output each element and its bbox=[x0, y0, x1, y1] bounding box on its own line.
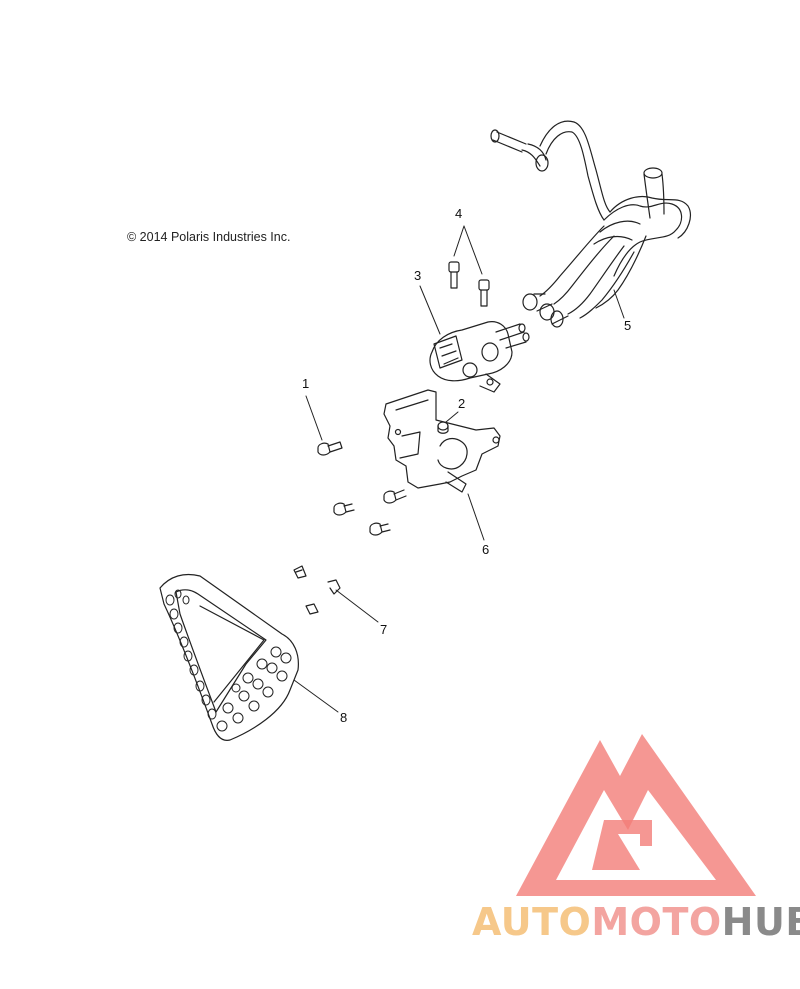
watermark-brand: AUTOMOTOHUB bbox=[472, 900, 800, 944]
bolts-part-1 bbox=[317, 441, 407, 536]
copyright-notice: © 2014 Polaris Industries Inc. bbox=[127, 230, 291, 244]
valve-part-3 bbox=[429, 321, 530, 393]
callout-7: 7 bbox=[380, 622, 388, 637]
watermark-word-auto: AUTO bbox=[472, 900, 592, 944]
watermark-word-hub: HUB bbox=[721, 900, 800, 944]
callout-8: 8 bbox=[340, 710, 348, 725]
callout-2: 2 bbox=[458, 396, 466, 411]
leader-lines bbox=[293, 225, 625, 713]
callout-1: 1 bbox=[302, 376, 310, 391]
callout-4: 4 bbox=[455, 206, 463, 221]
nut-part-2 bbox=[437, 421, 449, 434]
clips-part-7 bbox=[293, 565, 341, 615]
hose-assembly-part-5 bbox=[490, 120, 691, 328]
watermark-word-moto: MOTO bbox=[591, 900, 722, 944]
screws-part-4 bbox=[448, 261, 490, 307]
callout-3: 3 bbox=[414, 268, 422, 283]
bracket-part-6 bbox=[383, 389, 501, 493]
watermark-logo-icon bbox=[516, 734, 756, 896]
callout-6: 6 bbox=[482, 542, 490, 557]
vent-panel-part-8 bbox=[159, 573, 299, 741]
callout-5: 5 bbox=[624, 318, 632, 333]
